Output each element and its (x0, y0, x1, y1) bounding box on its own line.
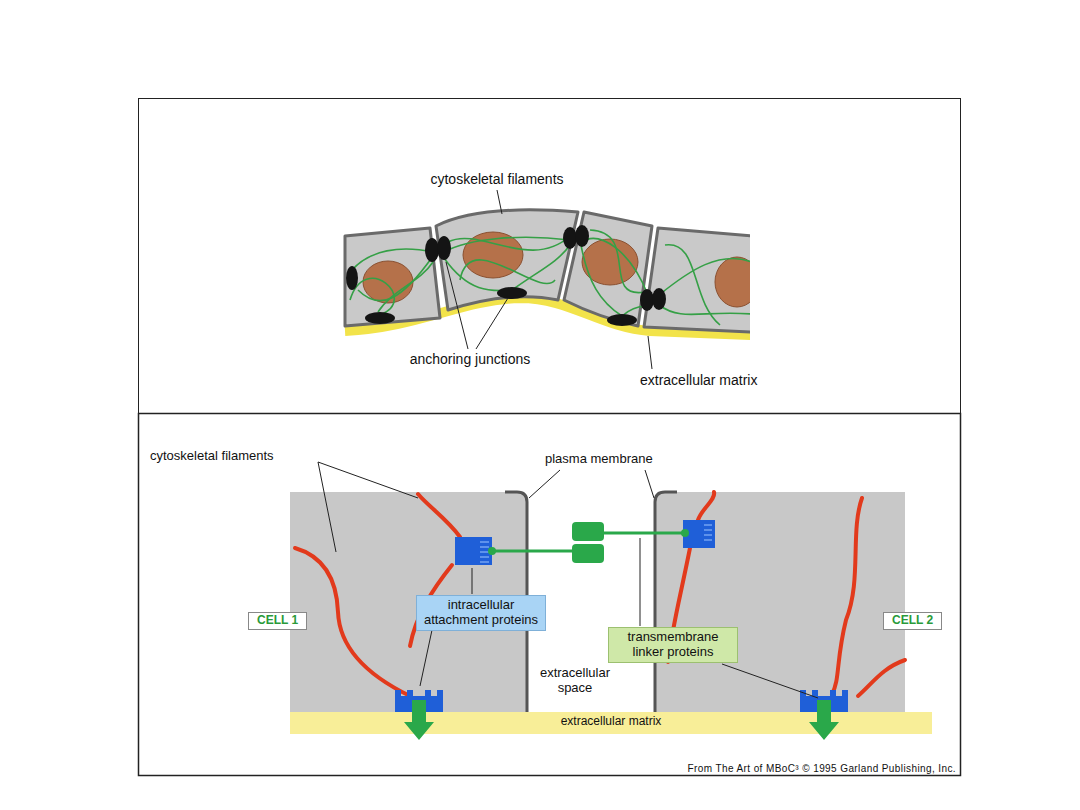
extracellular-matrix-band: extracellular matrix (290, 712, 932, 734)
plaque-teeth (704, 525, 712, 540)
filament (665, 245, 720, 325)
epithelial-cell (345, 228, 440, 326)
filament (444, 237, 570, 252)
leader-line (318, 462, 336, 552)
junction (607, 314, 637, 326)
part-label: cytoskeletal filaments (150, 449, 274, 464)
leader-line (318, 462, 818, 698)
leader-line (497, 190, 502, 214)
leader-line (722, 664, 818, 698)
leader-line (472, 568, 473, 594)
filament (659, 305, 750, 314)
part-label: plasma membrane (545, 452, 653, 467)
matrix-binding-arrow (809, 700, 839, 740)
leader-line (645, 470, 654, 498)
part-label: extracellular matrix (640, 372, 757, 388)
leader-line (529, 470, 560, 498)
label-box: transmembrane linker proteins (608, 627, 738, 663)
junction (563, 227, 577, 249)
node-text: transmembrane linker proteins (615, 630, 731, 660)
actin-filament (295, 492, 905, 696)
filament (659, 258, 750, 295)
epithelial-cell (564, 212, 652, 326)
filament (378, 262, 433, 312)
linker-domain (572, 522, 604, 541)
cytoskeletal-filament (350, 230, 750, 325)
credit-line: From The Art of MBoC³ © 1995 Garland Pub… (688, 763, 957, 775)
attachment-plaque (395, 690, 443, 712)
part-label: cytoskeletal filaments (430, 171, 563, 187)
panel-frame (139, 414, 961, 776)
nucleus (715, 257, 750, 307)
epithelium (345, 210, 750, 335)
part-label: anchoring junctions (410, 351, 531, 367)
junction (575, 225, 589, 247)
junction (652, 288, 666, 310)
leader-line (420, 630, 432, 686)
linker-end (681, 529, 689, 537)
filament (352, 249, 433, 270)
nucleus (363, 261, 413, 303)
plaque-teeth (704, 525, 712, 540)
cell-label-box: CELL 2 (883, 612, 942, 630)
filament (590, 230, 645, 293)
filament (295, 548, 410, 696)
leader-line (640, 538, 641, 626)
part-label: extracellular space (535, 666, 615, 696)
cell-label-box: CELL 1 (248, 612, 307, 630)
linker-protein (602, 532, 685, 535)
leader-line (446, 190, 652, 369)
cell-body (655, 492, 905, 712)
label-box: intracellular attachment proteins (416, 595, 546, 631)
junction (437, 236, 451, 260)
junction (346, 266, 358, 290)
filament (448, 236, 570, 250)
plasma-membrane (655, 492, 677, 712)
filament (698, 492, 714, 520)
junction (425, 238, 439, 262)
filament (581, 239, 648, 295)
junction (640, 289, 654, 311)
leader-line (446, 262, 468, 349)
filament (832, 498, 862, 694)
epithelial-cell (436, 210, 578, 310)
plaque-teeth (480, 542, 489, 562)
node-text: CELL 1 (257, 614, 298, 628)
junction (365, 312, 395, 324)
filament (858, 660, 905, 696)
matrix-binding-arrow (404, 700, 434, 740)
linker-end (488, 547, 496, 555)
filament (581, 245, 622, 316)
attachment-plaque (800, 690, 848, 712)
linker-protein (492, 550, 574, 553)
linker-domain (572, 544, 604, 563)
node-text: extracellular matrix (290, 715, 932, 729)
attachment-plaque (455, 537, 492, 565)
plaque-teeth (480, 542, 489, 562)
junction (497, 287, 527, 299)
filament (460, 260, 555, 284)
filament (444, 258, 512, 291)
leader-line (648, 336, 652, 369)
panel-frame (139, 99, 961, 414)
leader-line (476, 298, 508, 349)
anchoring-junction (346, 225, 666, 326)
node-text: CELL 2 (892, 614, 933, 628)
filament (418, 494, 460, 537)
node-text: intracellular attachment proteins (423, 598, 539, 628)
leader-line (318, 462, 418, 498)
